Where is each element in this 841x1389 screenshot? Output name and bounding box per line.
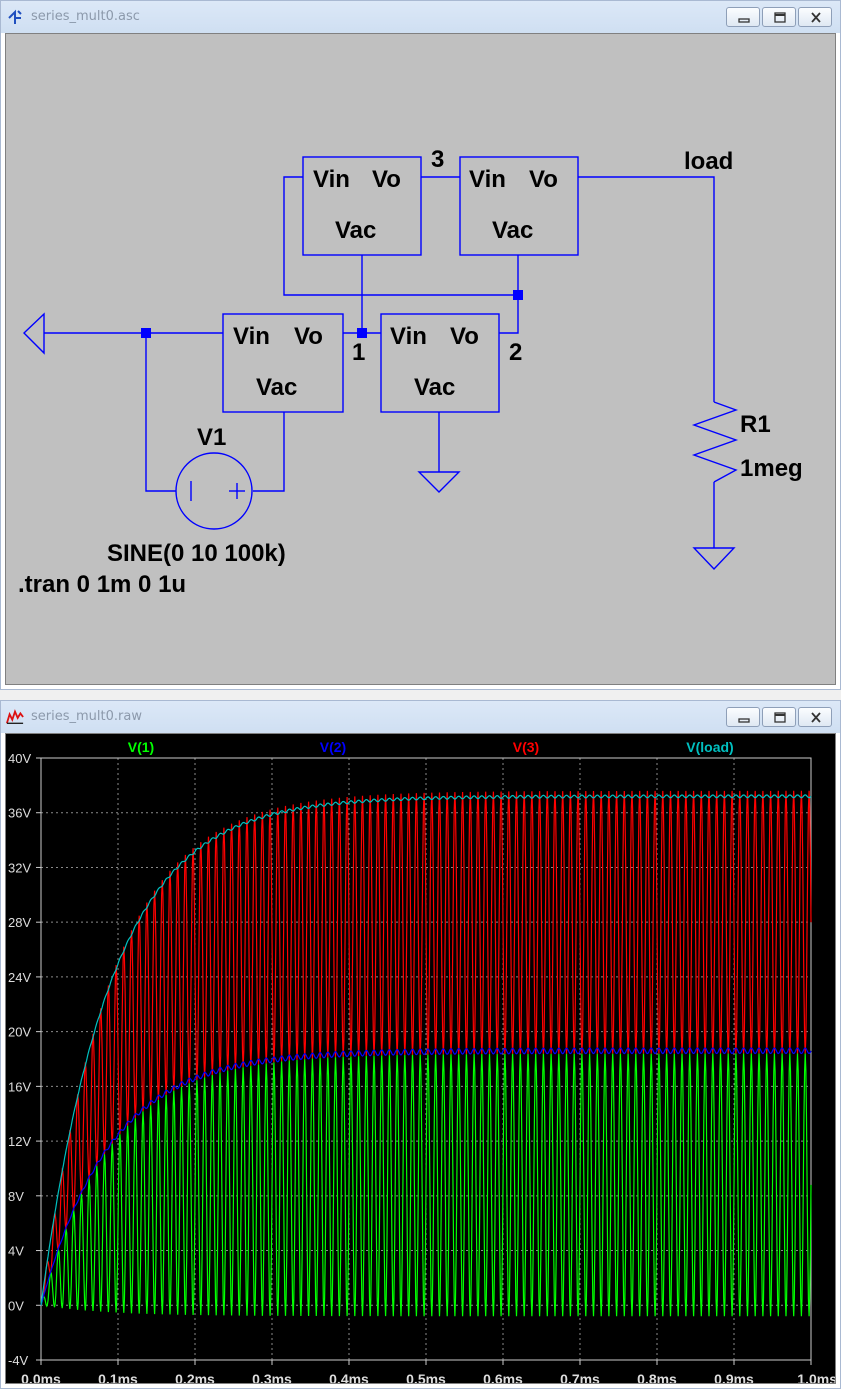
junction-dot (357, 328, 367, 338)
component-box-top-left[interactable] (302, 156, 422, 256)
schematic-window: series_mult0.asc (0, 0, 841, 690)
pin-label-vac: Vac (256, 374, 297, 401)
x-tick-label: 0.4ms (329, 1371, 369, 1384)
legend-entry[interactable]: V(1) (128, 739, 154, 755)
legend-entry[interactable]: V(3) (513, 739, 539, 755)
pin-label-vo: Vo (294, 323, 323, 350)
component-box-bottom-left[interactable] (222, 313, 344, 413)
spice-directive[interactable]: .tran 0 1m 0 1u (18, 571, 186, 598)
y-tick-label: 40V (8, 751, 31, 766)
plot-frame (40, 757, 812, 1361)
close-icon (811, 712, 821, 723)
junction-dot (513, 290, 523, 300)
minimize-icon (738, 718, 750, 723)
plot-title: series_mult0.raw (31, 709, 142, 724)
waveform-viewer-icon (6, 709, 24, 724)
schematic-drawing: Vin Vo Vac Vin Vo Vac Vin Vo Vac Vin Vo … (18, 146, 803, 598)
x-tick-label: 0.1ms (98, 1371, 138, 1384)
source-value: SINE(0 10 100k) (107, 540, 286, 567)
trace-vload (40, 794, 812, 1306)
resistor-value: 1meg (740, 455, 803, 482)
minimize-button[interactable] (726, 707, 760, 727)
maximize-icon (774, 712, 786, 723)
x-tick-label: 0.7ms (560, 1371, 600, 1384)
y-tick-label: 8V (8, 1189, 24, 1204)
ltspice-schematic-icon (8, 9, 22, 24)
x-tick-label: 0.5ms (406, 1371, 446, 1384)
pin-label-vo: Vo (450, 323, 479, 350)
x-tick-label: 0.9ms (714, 1371, 754, 1384)
pin-label-vac: Vac (335, 217, 376, 244)
component-box-top-right[interactable] (459, 156, 579, 256)
x-tick-label: 1.0ms (797, 1371, 836, 1384)
pin-label-vin: Vin (469, 166, 506, 193)
source-name: V1 (197, 424, 226, 451)
schematic-titlebar[interactable]: series_mult0.asc (1, 1, 840, 33)
y-tick-label: -4V (8, 1353, 29, 1368)
y-tick-label: 28V (8, 915, 31, 930)
close-button[interactable] (798, 707, 832, 727)
plot-pane[interactable]: 0.0ms 0.1ms 0.2ms 0.3ms 0.4ms 0.5ms 0.6ms 0.7ms… (5, 733, 836, 1384)
x-tick-label: 0.6ms (483, 1371, 523, 1384)
junction-dot (141, 328, 151, 338)
y-tick-label: 36V (8, 806, 31, 821)
x-tick-label: 0.0ms (21, 1371, 61, 1384)
maximize-icon (774, 12, 786, 23)
pin-label-vac: Vac (492, 217, 533, 244)
trace-v2 (40, 1047, 812, 1306)
trace-v3 (40, 790, 812, 1306)
y-tick-label: 16V (8, 1079, 31, 1094)
x-tick-label: 0.2ms (175, 1371, 215, 1384)
y-tick-label: 24V (8, 970, 31, 985)
y-tick-label: 12V (8, 1134, 31, 1149)
node-label-1: 1 (352, 339, 365, 366)
node-label-2: 2 (509, 339, 522, 366)
schematic-title: series_mult0.asc (31, 9, 140, 24)
y-tick-label: 32V (8, 860, 31, 875)
plot-window: series_mult0.raw 0.0ms 0.1ms 0.2ms 0.3ms 0.4… (0, 700, 841, 1389)
close-button[interactable] (798, 7, 832, 27)
schematic-canvas[interactable]: Vin Vo Vac Vin Vo Vac Vin Vo Vac Vin Vo … (5, 33, 836, 685)
pin-label-vo: Vo (372, 166, 401, 193)
minimize-button[interactable] (726, 7, 760, 27)
waveform-plot[interactable]: 0.0ms 0.1ms 0.2ms 0.3ms 0.4ms 0.5ms 0.6ms 0.7ms… (6, 734, 836, 1384)
legend-entry[interactable]: V(load) (686, 739, 733, 755)
y-tick-label: 4V (8, 1244, 24, 1259)
x-tick-label: 0.8ms (637, 1371, 677, 1384)
trace-v1 (40, 1053, 812, 1317)
pin-label-vin: Vin (313, 166, 350, 193)
pin-label-vin: Vin (233, 323, 270, 350)
pin-label-vac: Vac (414, 374, 455, 401)
minimize-icon (738, 18, 750, 23)
y-tick-label: 20V (8, 1025, 31, 1040)
x-tick-label: 0.3ms (252, 1371, 292, 1384)
resistor-name: R1 (740, 411, 771, 438)
node-label-3: 3 (431, 146, 444, 173)
close-icon (811, 12, 821, 23)
y-tick-label: 0V (8, 1298, 24, 1313)
component-box-bottom-right[interactable] (380, 313, 500, 413)
legend-entry[interactable]: V(2) (320, 739, 346, 755)
pin-label-vo: Vo (529, 166, 558, 193)
maximize-button[interactable] (762, 707, 796, 727)
plot-titlebar[interactable]: series_mult0.raw (1, 701, 840, 733)
pin-label-vin: Vin (390, 323, 427, 350)
maximize-button[interactable] (762, 7, 796, 27)
node-label-load: load (684, 148, 733, 175)
